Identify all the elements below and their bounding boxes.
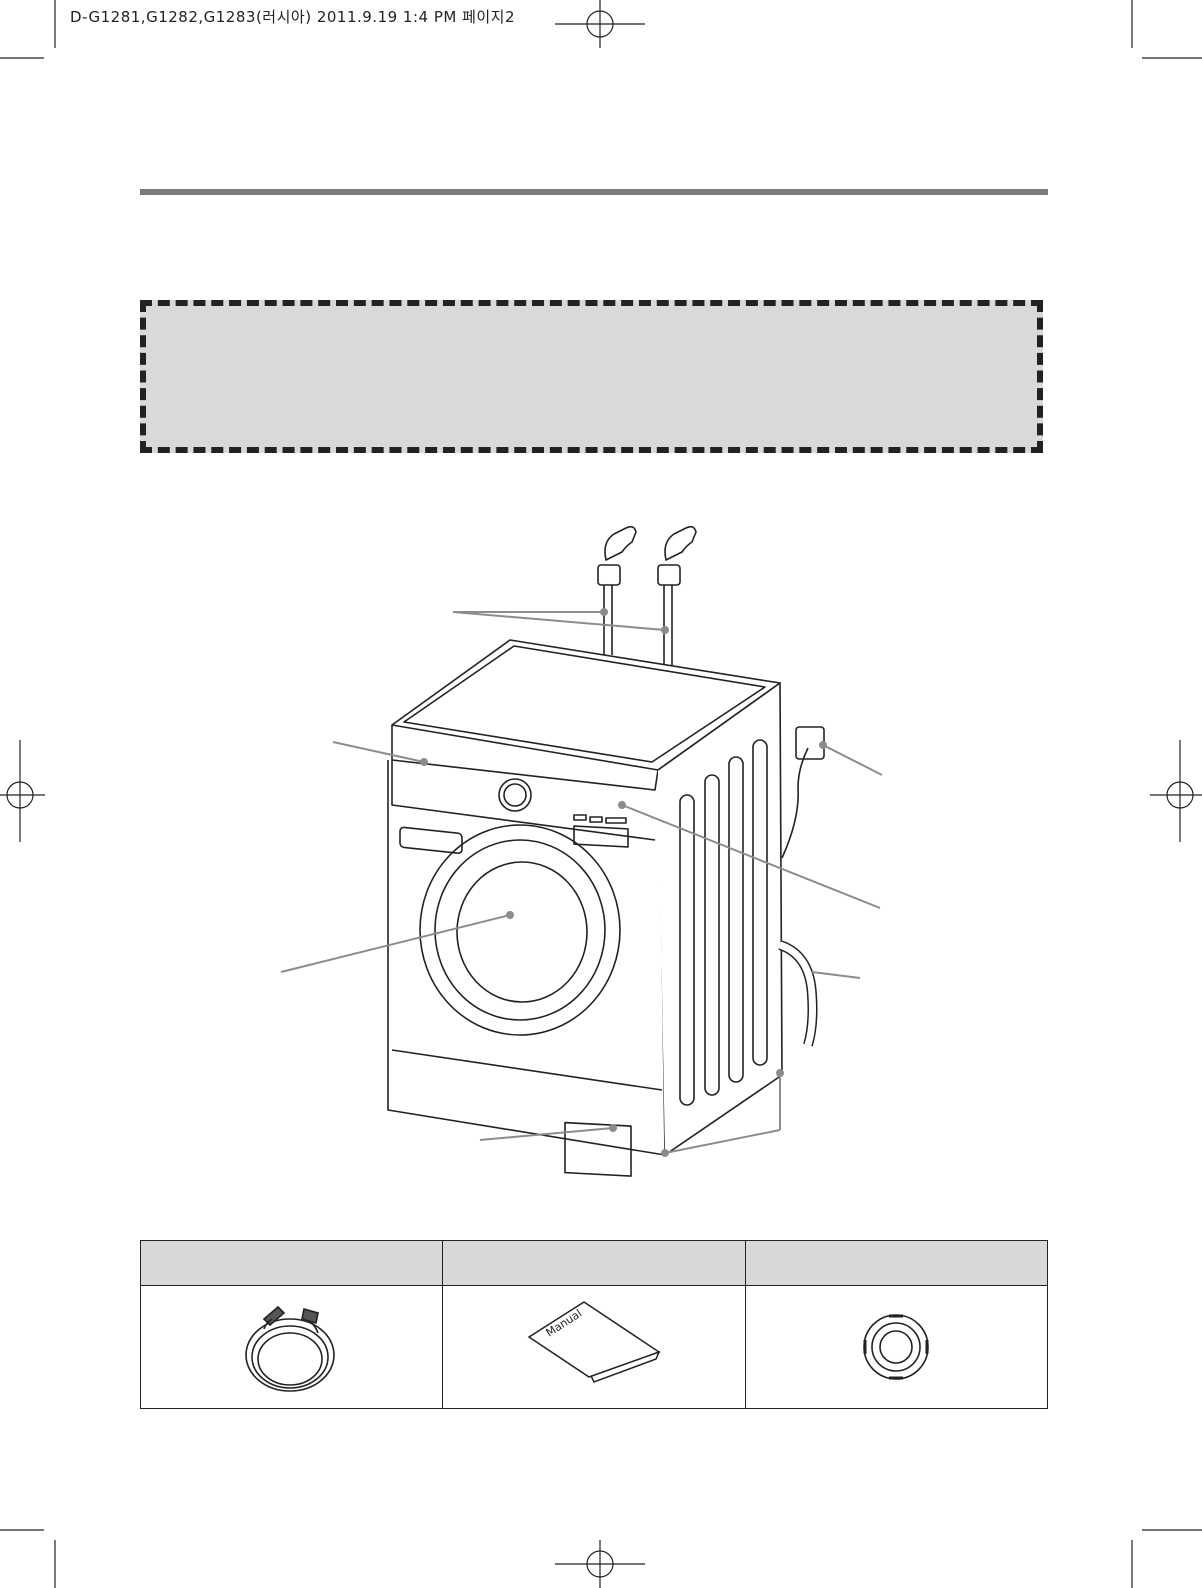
leveling-pad-icon xyxy=(863,1314,930,1380)
water-tap-icon xyxy=(657,525,697,665)
table-cell xyxy=(139,1285,444,1409)
table-header-cell xyxy=(139,1240,444,1286)
table-row: Manual xyxy=(139,1285,1049,1409)
table-cell: Manual xyxy=(442,1285,746,1409)
notice-box xyxy=(140,300,1043,453)
table-header-row xyxy=(139,1240,1049,1286)
manual-booklet-icon: Manual xyxy=(527,1301,661,1383)
washing-machine-illustration xyxy=(280,525,883,1177)
water-tap-icon xyxy=(597,525,637,655)
table-header-cell xyxy=(744,1240,1049,1286)
table-cell xyxy=(744,1285,1049,1409)
print-header: D-G1281,G1282,G1283(러시아) 2011.9.19 1:4 P… xyxy=(70,8,516,26)
accessories-table: Manual xyxy=(139,1240,1049,1409)
inlet-hose-coil-icon xyxy=(244,1305,335,1392)
table-header-cell xyxy=(442,1240,746,1286)
top-rule xyxy=(140,189,1048,195)
